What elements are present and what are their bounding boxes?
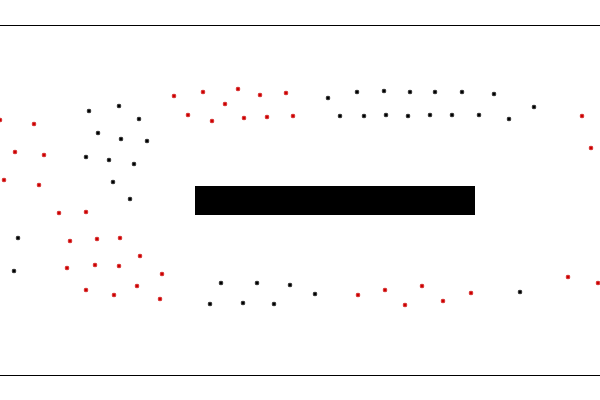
red-agent bbox=[355, 292, 361, 298]
red-agent bbox=[83, 209, 89, 215]
red-agent bbox=[402, 302, 408, 308]
black-agent bbox=[218, 280, 224, 286]
black-agent bbox=[136, 116, 142, 122]
red-agent bbox=[588, 145, 594, 151]
black-agent-group bbox=[11, 88, 537, 307]
red-agent bbox=[1, 177, 7, 183]
red-agent bbox=[12, 149, 18, 155]
red-agent bbox=[440, 298, 446, 304]
red-agent bbox=[64, 265, 70, 271]
black-agent bbox=[131, 161, 137, 167]
black-agent bbox=[116, 103, 122, 109]
red-agent bbox=[579, 113, 585, 119]
red-agent bbox=[257, 92, 263, 98]
black-agent bbox=[427, 112, 433, 118]
red-agent bbox=[283, 90, 289, 96]
black-agent bbox=[381, 88, 387, 94]
black-agent bbox=[240, 300, 246, 306]
black-agent bbox=[432, 89, 438, 95]
red-agent bbox=[117, 235, 123, 241]
black-agent bbox=[11, 268, 17, 274]
black-agent bbox=[354, 89, 360, 95]
black-agent bbox=[287, 282, 293, 288]
black-agent bbox=[325, 95, 331, 101]
black-agent bbox=[271, 301, 277, 307]
red-agent bbox=[171, 93, 177, 99]
black-agent bbox=[118, 136, 124, 142]
black-agent bbox=[106, 157, 112, 163]
black-agent bbox=[83, 154, 89, 160]
red-agent bbox=[209, 118, 215, 124]
red-agent bbox=[94, 236, 100, 242]
black-agent bbox=[15, 235, 21, 241]
central-barrier bbox=[195, 186, 475, 215]
black-agent bbox=[144, 138, 150, 144]
red-agent bbox=[56, 210, 62, 216]
black-agent bbox=[383, 112, 389, 118]
black-agent bbox=[407, 89, 413, 95]
red-agent bbox=[222, 101, 228, 107]
red-agent bbox=[235, 86, 241, 92]
red-agent bbox=[116, 263, 122, 269]
red-agent bbox=[200, 89, 206, 95]
red-agent bbox=[41, 152, 47, 158]
black-agent bbox=[491, 91, 497, 97]
red-agent bbox=[468, 290, 474, 296]
red-agent bbox=[419, 283, 425, 289]
black-agent bbox=[127, 196, 133, 202]
red-agent bbox=[565, 274, 571, 280]
red-agent bbox=[92, 262, 98, 268]
black-agent bbox=[476, 112, 482, 118]
red-agent bbox=[31, 121, 37, 127]
black-agent bbox=[110, 179, 116, 185]
black-agent bbox=[312, 291, 318, 297]
black-agent bbox=[517, 289, 523, 295]
red-agent bbox=[83, 287, 89, 293]
red-agent bbox=[0, 117, 3, 123]
black-agent bbox=[449, 112, 455, 118]
red-agent bbox=[36, 182, 42, 188]
black-agent bbox=[207, 301, 213, 307]
red-agent bbox=[137, 253, 143, 259]
red-agent bbox=[382, 287, 388, 293]
black-agent bbox=[361, 113, 367, 119]
black-agent bbox=[405, 113, 411, 119]
red-agent bbox=[241, 115, 247, 121]
red-agent bbox=[185, 112, 191, 118]
red-agent bbox=[595, 280, 600, 286]
red-agent bbox=[134, 283, 140, 289]
red-agent bbox=[111, 292, 117, 298]
black-agent bbox=[506, 116, 512, 122]
black-agent bbox=[254, 280, 260, 286]
red-agent bbox=[157, 296, 163, 302]
black-agent bbox=[95, 130, 101, 136]
black-agent bbox=[531, 104, 537, 110]
black-agent bbox=[337, 113, 343, 119]
black-agent bbox=[459, 89, 465, 95]
red-agent bbox=[290, 113, 296, 119]
red-agent bbox=[159, 271, 165, 277]
black-agent bbox=[86, 108, 92, 114]
red-agent bbox=[67, 238, 73, 244]
red-agent-group bbox=[0, 86, 600, 308]
red-agent bbox=[264, 114, 270, 120]
